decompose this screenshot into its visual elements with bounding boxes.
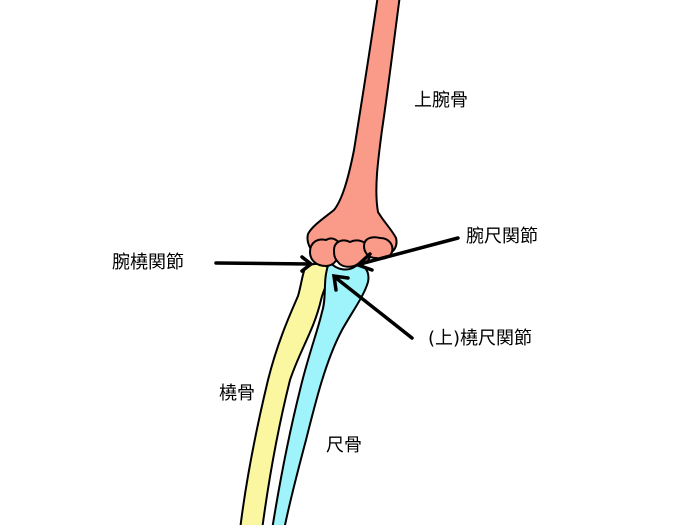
radioulnar-arrow-line bbox=[334, 276, 414, 340]
humeroradial-arrow-line bbox=[214, 261, 312, 266]
humeroulnar-arrow-head bbox=[354, 252, 374, 272]
radius-label: 橈骨 bbox=[219, 383, 255, 404]
humerus-label: 上腕骨 bbox=[414, 90, 468, 111]
humeroradial-arrow-head bbox=[300, 255, 314, 273]
ulna-bone bbox=[271, 261, 370, 525]
humeroulnar-arrow-line bbox=[358, 236, 460, 266]
radioulnar-arrow-head bbox=[331, 273, 350, 292]
proximal-radioulnar-joint-label: (上)橈尺関節 bbox=[428, 328, 533, 349]
humeroulnar-joint-label: 腕尺関節 bbox=[466, 226, 538, 247]
humeroradial-joint-label: 腕橈関節 bbox=[112, 252, 184, 273]
ulna-label: 尺骨 bbox=[326, 435, 362, 456]
humerus-bone bbox=[306, 0, 401, 255]
